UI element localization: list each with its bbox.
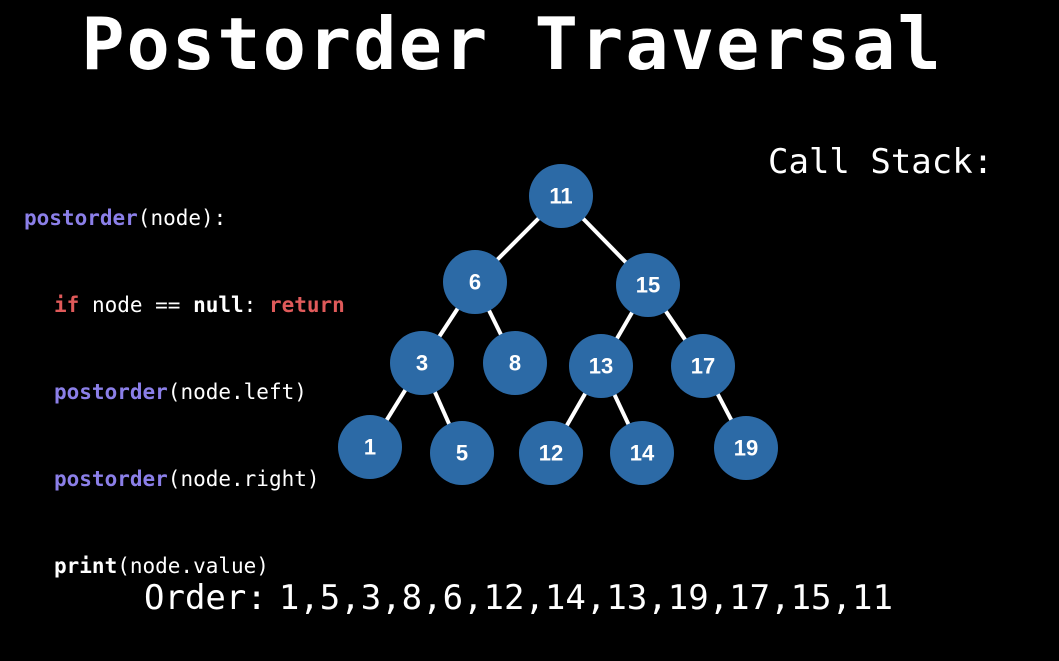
tree-node-circle	[569, 334, 633, 398]
code-text: (node.left)	[167, 380, 307, 404]
order-values: 1,5,3,8,6,12,14,13,19,17,15,11	[278, 578, 893, 618]
code-line-5: print(node.value)	[24, 552, 345, 581]
traversal-order: Order: 1,5,3,8,6,12,14,13,19,17,15,11	[144, 578, 893, 618]
tree-node-label: 3	[416, 351, 428, 376]
code-text: node ==	[79, 293, 194, 317]
tree-node-label: 6	[469, 270, 481, 295]
code-keyword-return: return	[268, 293, 345, 317]
code-line-1: postorder(node):	[24, 204, 345, 233]
code-text: :	[243, 293, 269, 317]
tree-node-circle	[338, 415, 402, 479]
code-keyword-if: if	[54, 293, 80, 317]
tree-node-label: 5	[456, 441, 468, 466]
tree-node-circle	[390, 331, 454, 395]
page-title: Postorder Traversal	[81, 2, 943, 86]
tree-node-label: 15	[636, 273, 660, 298]
order-label: Order:	[144, 578, 267, 618]
code-line-3: postorder(node.left)	[24, 378, 345, 407]
tree-node-12: 12	[519, 421, 583, 485]
tree-node-label: 1	[364, 435, 376, 460]
tree-edges	[368, 194, 748, 454]
tree-node-3: 3	[390, 331, 454, 395]
tree-node-8: 8	[483, 331, 547, 395]
tree-node-circle	[529, 164, 593, 228]
tree-node-5: 5	[430, 421, 494, 485]
tree-node-label: 8	[509, 351, 521, 376]
code-keyword-null: null	[193, 293, 244, 317]
tree-node-label: 19	[734, 436, 758, 461]
tree-node-circle	[430, 421, 494, 485]
call-stack-label: Call Stack:	[768, 142, 994, 182]
tree-node-circle	[483, 331, 547, 395]
tree-node-11: 11	[529, 164, 593, 228]
code-line-4: postorder(node.right)	[24, 465, 345, 494]
pseudocode-block: postorder(node): if node == null: return…	[24, 146, 345, 610]
tree-node-circle	[671, 334, 735, 398]
code-function-name: postorder	[54, 380, 168, 404]
code-function-name: postorder	[54, 467, 168, 491]
tree-node-19: 19	[714, 416, 778, 480]
tree-node-17: 17	[671, 334, 735, 398]
tree-node-circle	[714, 416, 778, 480]
code-function-name: print	[54, 554, 118, 578]
code-text: (node.right)	[167, 467, 320, 491]
tree-node-circle	[616, 253, 680, 317]
tree-node-label: 13	[589, 354, 613, 379]
tree-node-1: 1	[338, 415, 402, 479]
tree-node-6: 6	[443, 250, 507, 314]
tree-node-circle	[519, 421, 583, 485]
code-function-name: postorder	[24, 206, 138, 230]
code-text: (node.value)	[117, 554, 269, 578]
tree-node-13: 13	[569, 334, 633, 398]
tree-node-circle	[443, 250, 507, 314]
tree-node-label: 17	[691, 354, 715, 379]
code-text: (node):	[137, 206, 227, 230]
code-line-2: if node == null: return	[24, 291, 345, 320]
tree-node-label: 11	[549, 184, 572, 209]
tree-node-14: 14	[610, 421, 674, 485]
tree-node-label: 14	[630, 441, 655, 466]
tree-node-15: 15	[616, 253, 680, 317]
tree-node-circle	[610, 421, 674, 485]
tree-node-label: 12	[539, 441, 563, 466]
